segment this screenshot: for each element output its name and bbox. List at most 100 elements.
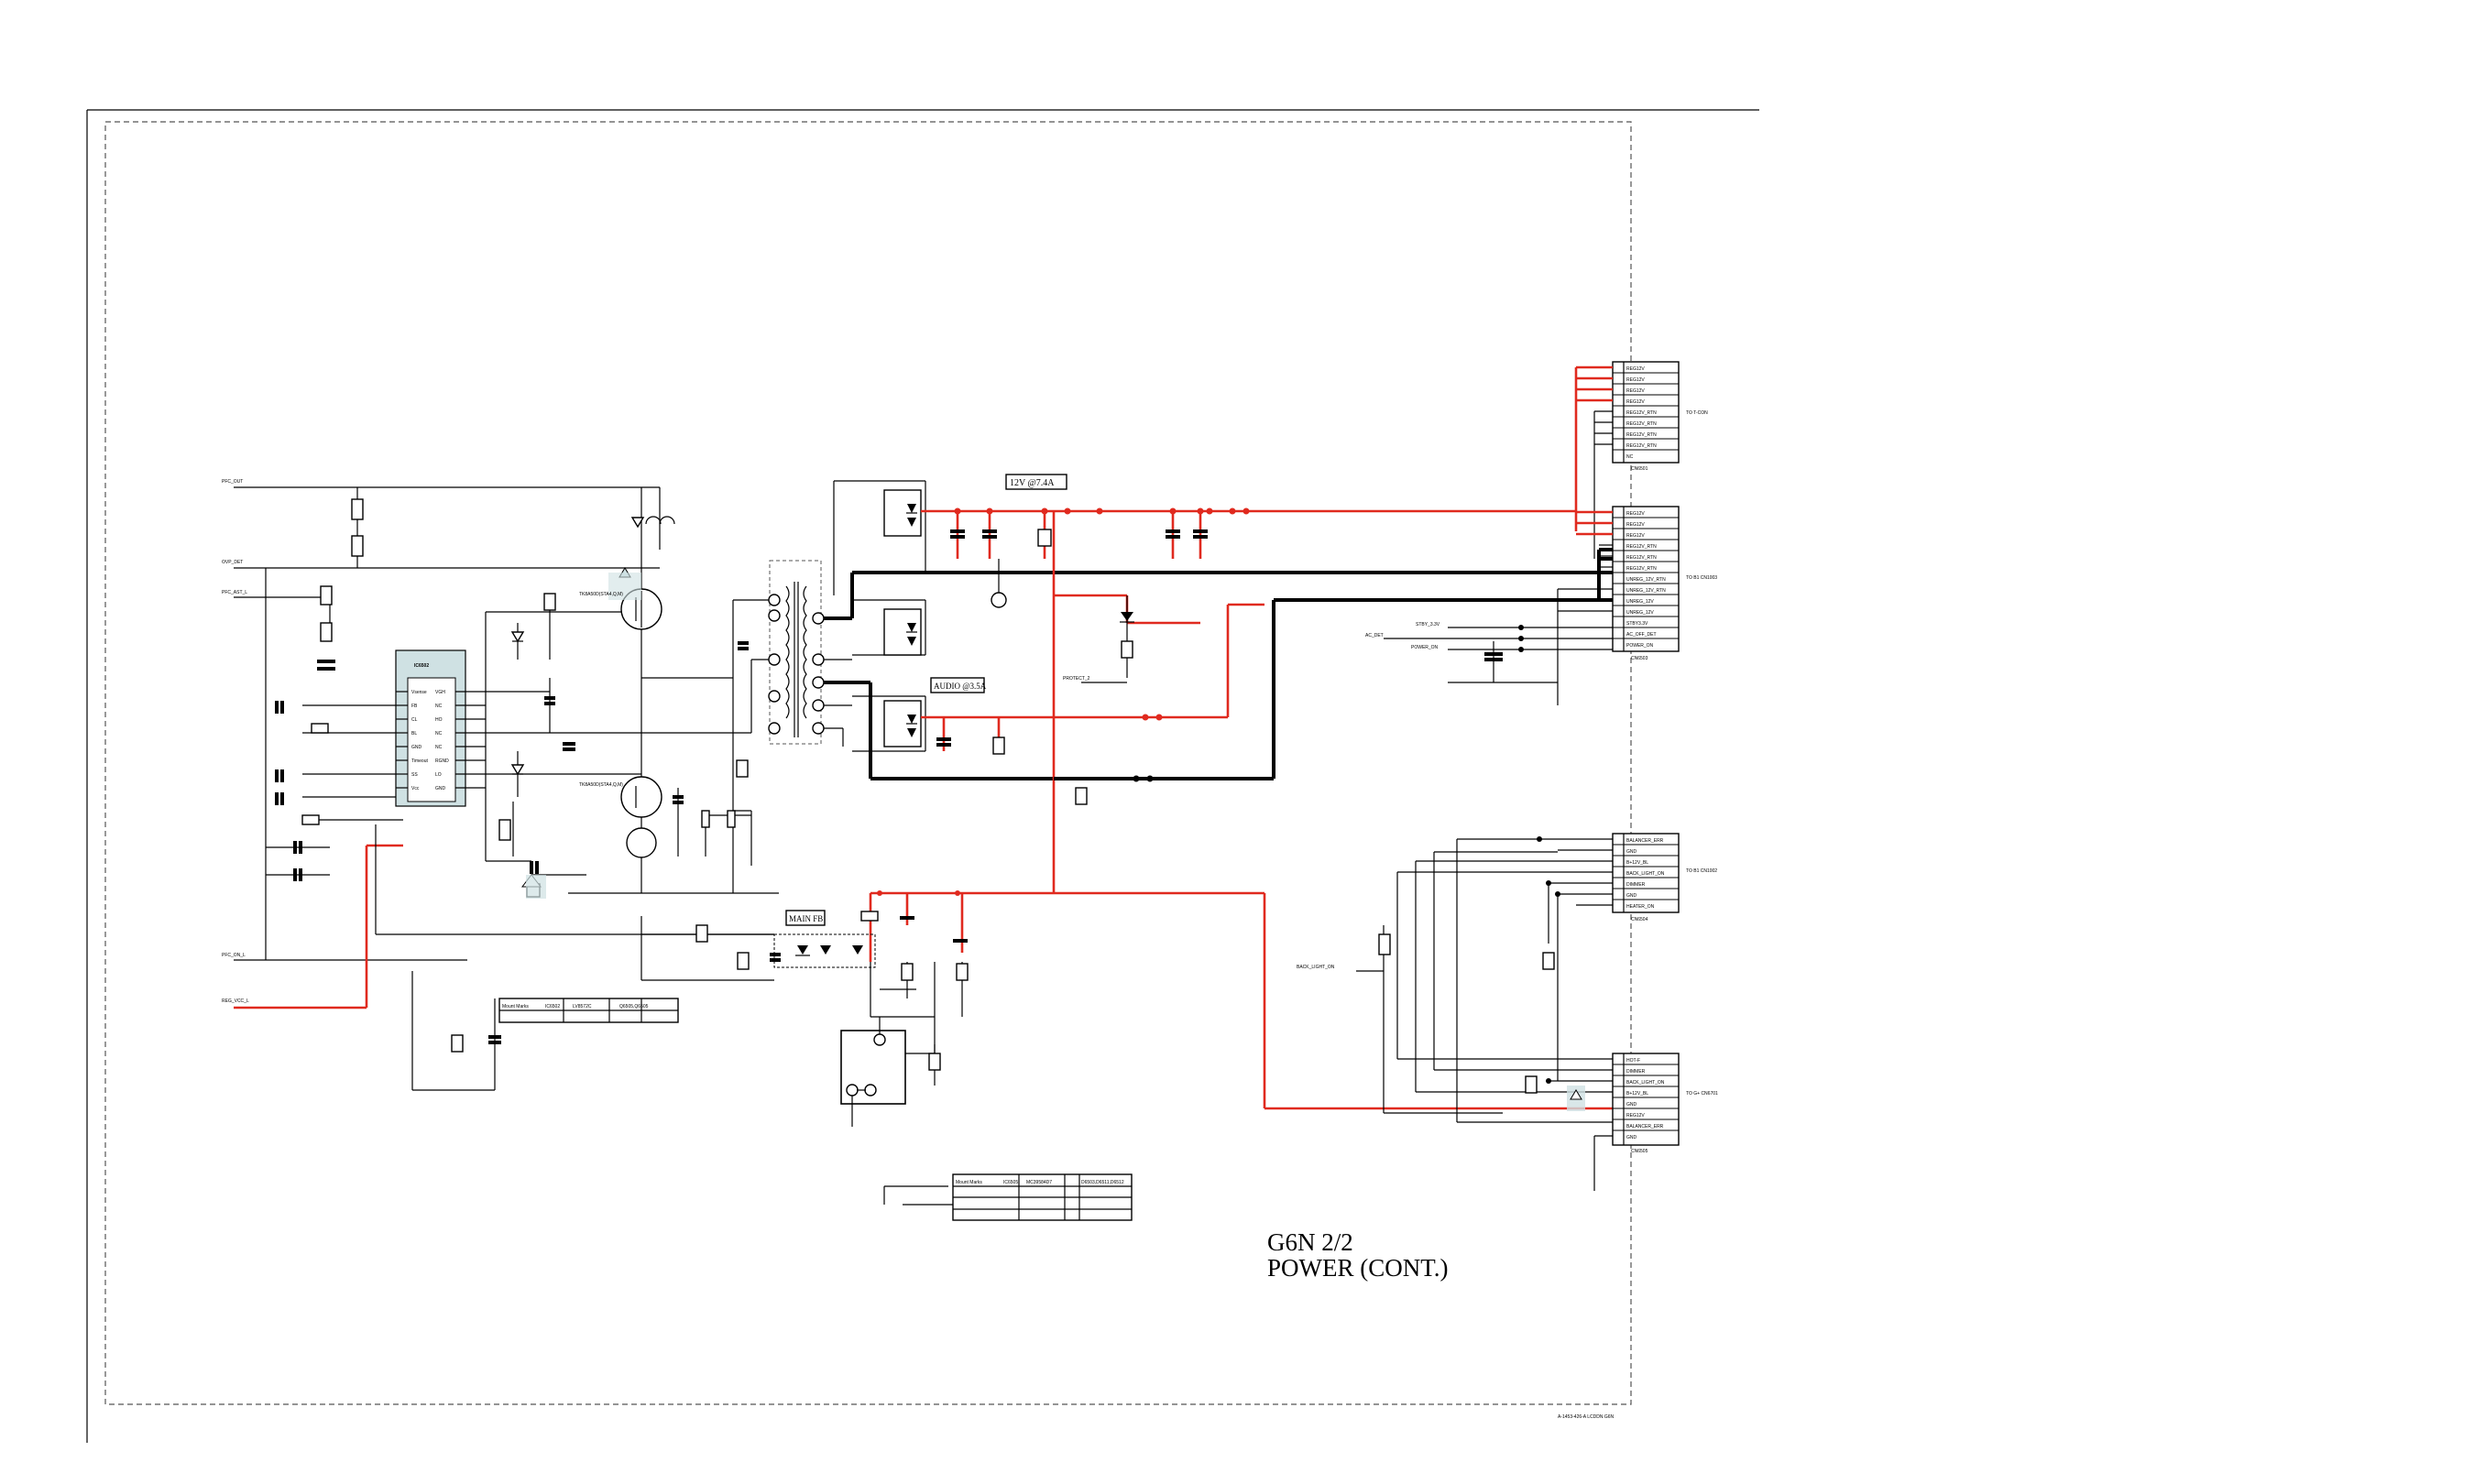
connector-pin-label: REG12V bbox=[1626, 1113, 1645, 1118]
cn6503-feeds bbox=[1384, 510, 1613, 705]
ic-pin-label: Timeout bbox=[411, 758, 428, 764]
connector-pin-label: REG12V bbox=[1626, 377, 1645, 383]
protect-zener bbox=[1081, 595, 1134, 683]
ic-pin-label: NC bbox=[435, 704, 443, 709]
net-label-ac-det: AC_DET bbox=[1365, 633, 1384, 638]
connector-pin-label: BALANCER_ERR bbox=[1626, 838, 1664, 844]
mosfet-lower bbox=[568, 733, 779, 894]
main-fb-area bbox=[641, 879, 1613, 1110]
rectifier-d6512 bbox=[883, 700, 922, 747]
connector-pin-label: REG12V bbox=[1626, 399, 1645, 405]
ic-pin-label: GND bbox=[435, 786, 446, 791]
cn6504-side: TO B1 CN1002 bbox=[1686, 868, 1717, 874]
cn6504-pin-labels: BALANCER_ERR GND B+12V_BL BACK_LIGHT_ON … bbox=[1626, 838, 1665, 910]
connector-pin-label: GND bbox=[1626, 849, 1637, 855]
net-label-protect: PROTECT_2 bbox=[1063, 676, 1090, 682]
connector-pin-label: REG12V bbox=[1626, 522, 1645, 528]
cn6505-title: CN6505 bbox=[1631, 1149, 1648, 1154]
footer-code: A-1453-426-A LCDDN G6N bbox=[1558, 1414, 1615, 1420]
ic-pin-label: NC bbox=[435, 731, 443, 737]
connector-cn6505 bbox=[1612, 1053, 1680, 1146]
connector-pin-label: B+12V_BL bbox=[1626, 1091, 1648, 1097]
transformer-t6501 bbox=[768, 560, 825, 745]
connector-pin-label: UNREG_12V bbox=[1626, 610, 1654, 616]
connector-pin-label: REG12V_RTN bbox=[1626, 410, 1657, 416]
connector-pin-label: UNREG_12V_RTN bbox=[1626, 588, 1666, 594]
connector-pin-label: GND bbox=[1626, 1135, 1637, 1140]
table2-header-0: Mount Marks bbox=[956, 1180, 982, 1185]
table1-header-2: LV8572C bbox=[573, 1004, 592, 1009]
cn6501-side: TO T-CON bbox=[1686, 410, 1708, 416]
net-label-pfc-ast: PFC_AST_L bbox=[222, 590, 247, 595]
mosfet-upper bbox=[608, 487, 662, 733]
connector-pin-label: REG12V_RTN bbox=[1626, 555, 1657, 561]
net-label-back-light: BACK_LIGHT_ON bbox=[1297, 965, 1335, 970]
rail-label-12v: 12V @7.4A bbox=[1010, 478, 1055, 488]
cn6503-title: CN6503 bbox=[1631, 656, 1648, 661]
cn6504-title: CN6504 bbox=[1631, 917, 1648, 922]
label-box-12v bbox=[1005, 474, 1067, 490]
cn6505-side: TO G+ CN6701 bbox=[1686, 1091, 1718, 1097]
ic-pin-label: RGND bbox=[435, 758, 449, 764]
audio-gnd-rail bbox=[1054, 775, 1164, 805]
red-12v-rail bbox=[921, 509, 1576, 879]
table2-header-1: IC6505 bbox=[1003, 1180, 1018, 1185]
diagram-subtitle: POWER (CONT.) bbox=[1267, 1254, 1448, 1282]
mid-wiring bbox=[640, 599, 774, 981]
connector-cn6504 bbox=[1612, 833, 1680, 913]
diagram-title: G6N 2/2 bbox=[1267, 1228, 1353, 1256]
rectifier-d6503 bbox=[883, 489, 922, 537]
sheet-frame bbox=[86, 109, 1759, 1443]
connector-pin-label: REG12V_RTN bbox=[1626, 432, 1657, 438]
red-12v-rail-dots bbox=[954, 507, 1250, 515]
connector-pin-label: BALANCER_ERR bbox=[1626, 1124, 1664, 1129]
ic6502-right-pin-labels: VGH NC HO NC NC RGND LO GND bbox=[435, 690, 449, 791]
connector-pin-label: GND bbox=[1626, 1102, 1637, 1108]
rail-12v-caps bbox=[950, 529, 1208, 608]
rail-label-main-fb: MAIN FB bbox=[789, 914, 823, 923]
table1-header-0: Mount Marks bbox=[502, 1004, 529, 1009]
ic-pin-label: SS bbox=[411, 772, 418, 778]
ic-pin-label: VGH bbox=[435, 690, 445, 695]
net-label-ovp-det: OVP_DET bbox=[222, 560, 243, 565]
connector-pin-label: REG12V bbox=[1626, 511, 1645, 517]
ic-pin-label: Vcc bbox=[411, 786, 420, 791]
table2-header-2: MC39584D7 bbox=[1026, 1180, 1052, 1185]
connector-pin-label: UNREG_12V bbox=[1626, 599, 1654, 605]
bulk-cap bbox=[630, 486, 675, 550]
mosfet-label-lower: TK8A50D(STA4,Q,M) bbox=[579, 782, 623, 788]
connector-pin-label: DIMMER bbox=[1626, 882, 1646, 888]
cn6501-title: CN6501 bbox=[1631, 466, 1648, 472]
connector-pin-label: DIMMER bbox=[1626, 1069, 1646, 1075]
connector-cn6501 bbox=[1612, 361, 1680, 464]
label-box-audio bbox=[930, 677, 985, 693]
mid-parts bbox=[673, 641, 749, 828]
connector-pin-label: REG12V bbox=[1626, 388, 1645, 394]
connector-pin-label: HOT-F bbox=[1626, 1058, 1640, 1064]
ic-pin-label: HO bbox=[435, 717, 443, 723]
rail-label-audio: AUDIO @3.5A bbox=[934, 682, 987, 691]
cn6503-pin-labels: REG12V REG12V REG12V REG12V_RTN REG12V_R… bbox=[1626, 511, 1666, 649]
connector-pin-label: GND bbox=[1626, 893, 1637, 899]
ic-pin-label: CL bbox=[411, 717, 418, 723]
ic-pin-label: LO bbox=[435, 772, 442, 778]
cn6501-pin-labels: REG12V REG12V REG12V REG12V REG12V_RTN R… bbox=[1626, 366, 1657, 460]
net-label-reg-vcc: REG_VCC_L bbox=[222, 998, 249, 1004]
mosfet-label-upper: TK8A50D(STA4,Q,M) bbox=[579, 592, 623, 597]
ic6502-left-pin-labels: Vsense FB CL BL GND Timeout SS Vcc bbox=[411, 690, 428, 791]
rectifier-d6511 bbox=[883, 608, 922, 656]
table2-header-3: D6503,D6511,D6512 bbox=[1081, 1180, 1124, 1185]
net-label-pfc-on: PFC_ON_L bbox=[222, 953, 246, 958]
connector-cn6503 bbox=[1612, 506, 1680, 652]
ic6502 bbox=[395, 649, 486, 807]
connector-pin-label: UNREG_12V_RTN bbox=[1626, 577, 1666, 583]
connector-pin-label: REG12V_RTN bbox=[1626, 544, 1657, 550]
vcc-filter bbox=[411, 971, 501, 1091]
ic-pin-label: GND bbox=[411, 745, 422, 750]
connector-pin-label: STBY3.3V bbox=[1626, 621, 1648, 627]
ic-pin-label: BL bbox=[411, 731, 417, 737]
connector-pin-label: REG12V bbox=[1626, 533, 1645, 539]
ic6502-label: IC6502 bbox=[414, 663, 429, 669]
connector-pin-label: POWER_ON bbox=[1626, 643, 1654, 649]
